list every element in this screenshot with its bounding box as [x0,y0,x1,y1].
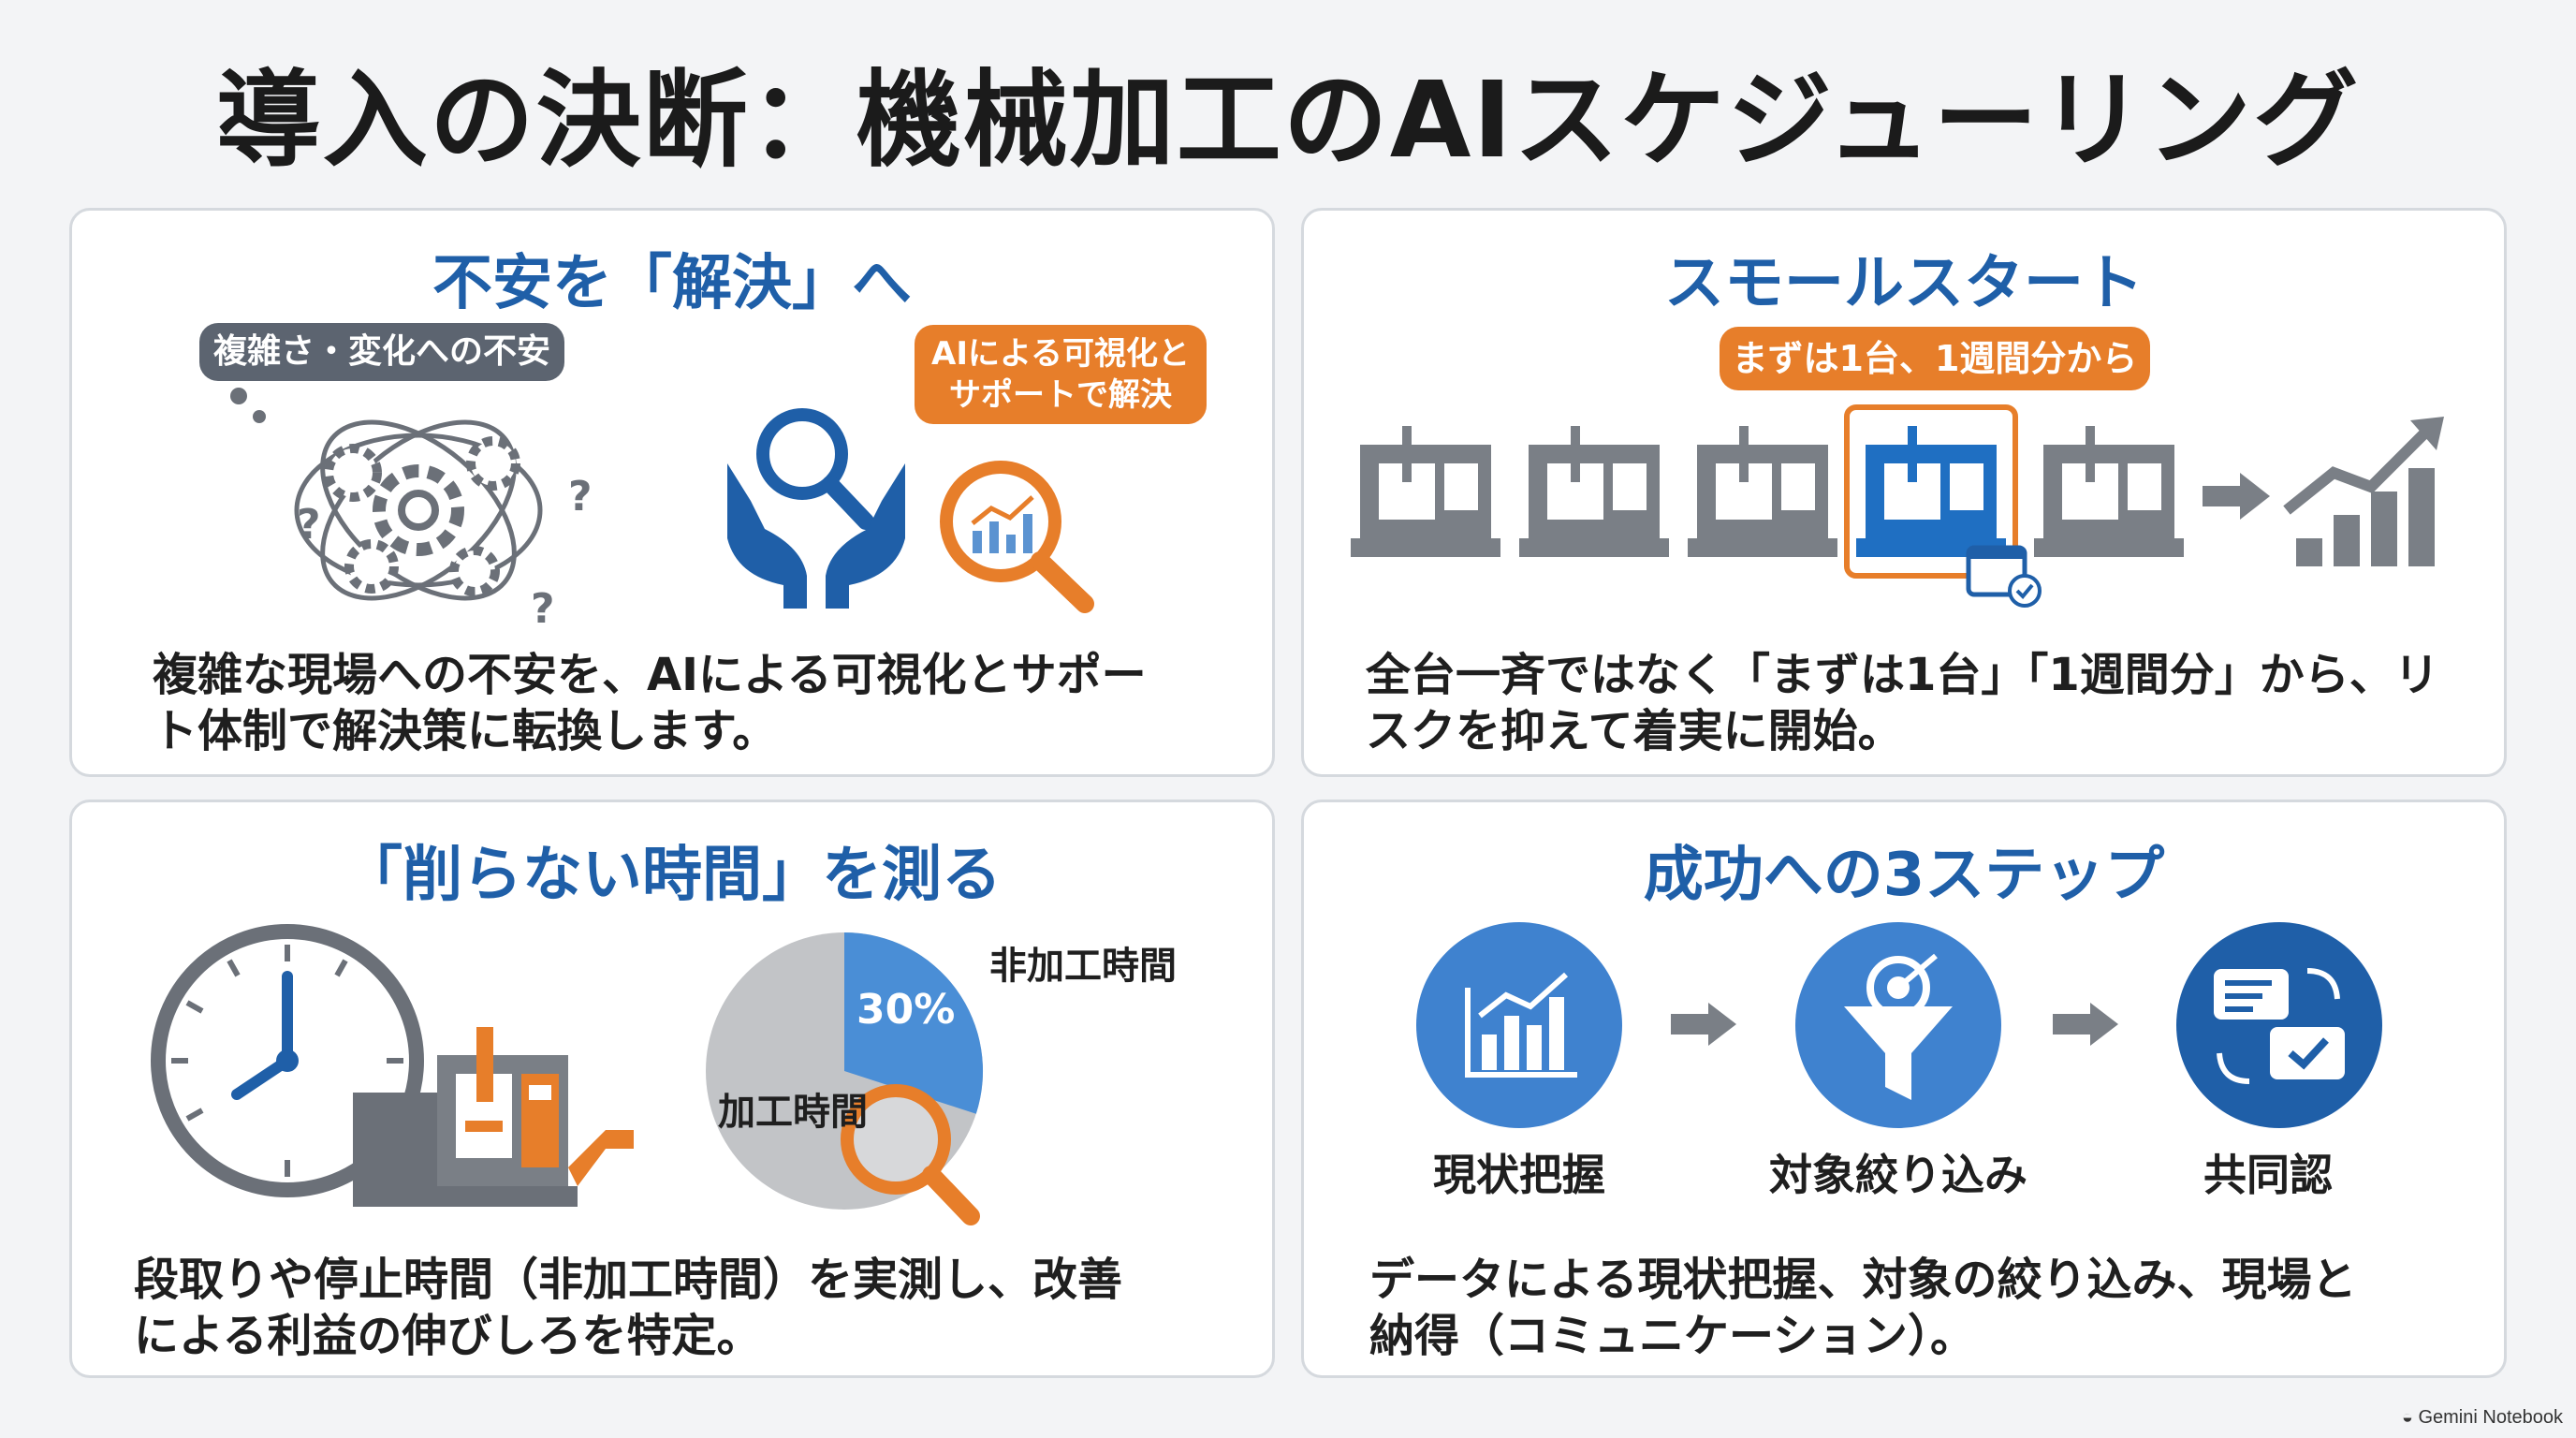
pie-chart-icon [706,932,984,1225]
funnel-target-icon [1795,922,2001,1128]
footer-brand: ◒ Gemini Notebook [2401,1407,2563,1428]
gears-question-icon: ? ? ? [230,388,593,633]
description-line1: 複雑な現場への不安を、AIによる可視化とサポー [153,649,1147,701]
pie-slice-nonprocess [844,932,984,1114]
description-line1: 全台一斉ではなく「まずは1台」「1週間分」から、リ [1366,649,2439,701]
svg-text:?: ? [531,585,555,633]
panel-small-start: スモールスタート まずは1台、1週間分から [1301,208,2507,777]
hands-magnifier-icon [727,408,905,609]
panel-description: 全台一斉ではなく「まずは1台」「1週間分」から、リ スクを抑えて着実に開始。 [1366,647,2448,759]
machine-icon [1519,426,1669,557]
description-line2: 納得（コミュニケーション）。 [1369,1310,1976,1362]
solution-bubble: AIによる可視化と サポートで解決 [915,325,1207,424]
chart-magnifier-icon [940,461,1094,613]
description-line2: による利益の伸びしろを特定。 [134,1310,762,1362]
non-process-label: 非加工時間 [989,945,1177,988]
description-line1: 段取りや停止時間（非加工時間）を実測し、改善 [134,1254,1123,1306]
pie-percent-label: 30% [856,986,956,1034]
process-label: 加工時間 [718,1091,868,1134]
machine-icon [2034,426,2184,557]
description-line1: データによる現状把握、対象の絞り込み、現場と [1369,1254,2357,1306]
description-line2: ト体制で解決策に転換します。 [153,705,778,757]
arrow-right-icon [2053,1003,2118,1046]
panel-description: データによる現状把握、対象の絞り込み、現場と 納得（コミュニケーション）。 [1369,1252,2448,1364]
machine-row [1351,404,2444,608]
steps-icons [1416,922,2382,1128]
description-line2: スクを抑えて着実に開始。 [1366,705,1903,757]
panel-title: スモールスタート [1664,249,2144,318]
machine-icon [1351,426,1500,557]
svg-text:?: ? [568,473,593,521]
step-label-1: 現状把握 [1433,1150,1605,1200]
machine-icon [1688,426,1837,557]
arrow-right-icon [2203,473,2270,520]
panel-three-steps: 成功への3ステップ [1301,800,2507,1378]
growth-chart-icon [2283,417,2444,566]
clock-icon [151,924,424,1197]
arrow-right-icon [1671,1003,1736,1046]
solution-bubble-line1: AIによる可視化と [931,335,1190,373]
panel-title: 「削らない時間」を測る [343,841,1002,910]
panel-title: 成功への3ステップ [1643,841,2165,910]
panel-resolve-anxiety: 不安を「解決」へ 複雑さ・変化への不安 ? ? ? AIによる可視化と サポート… [69,208,1275,777]
calendar-check-icon [1966,545,2042,608]
step-label-2: 対象絞り込み [1769,1150,2027,1200]
panel-measure-time: 「削らない時間」を測る 30% 非加工時間 加工時間 段取りや停止時間（非加工時… [69,800,1275,1378]
chat-check-icon [2176,922,2382,1128]
panel-title: 不安を「解決」へ [432,249,912,318]
footer-text: Gemini Notebook [2418,1407,2563,1428]
page-title: 導入の決断：機械加工のAIスケジューリング [215,60,2361,182]
panel-description: 段取りや停止時間（非加工時間）を実測し、改善 による利益の伸びしろを特定。 [134,1252,1216,1364]
anxiety-bubble: 複雑さ・変化への不安 [199,323,564,381]
svg-text:?: ? [297,501,321,549]
panel-description: 複雑な現場への不安を、AIによる可視化とサポー ト体制で解決策に転換します。 [153,647,1216,759]
anxiety-bubble-text: 複雑さ・変化への不安 [212,332,550,371]
small-start-bubble-text: まずは1台、1週間分から [1732,338,2138,379]
machine-icon-highlighted [1856,426,2006,557]
bar-chart-icon [1416,922,1622,1128]
solution-bubble-line2: サポートで解決 [949,376,1172,414]
machine-orange-icon [353,1027,634,1207]
small-start-bubble: まずは1台、1週間分から [1720,327,2150,390]
step-label-3: 共同認 [2203,1150,2333,1200]
